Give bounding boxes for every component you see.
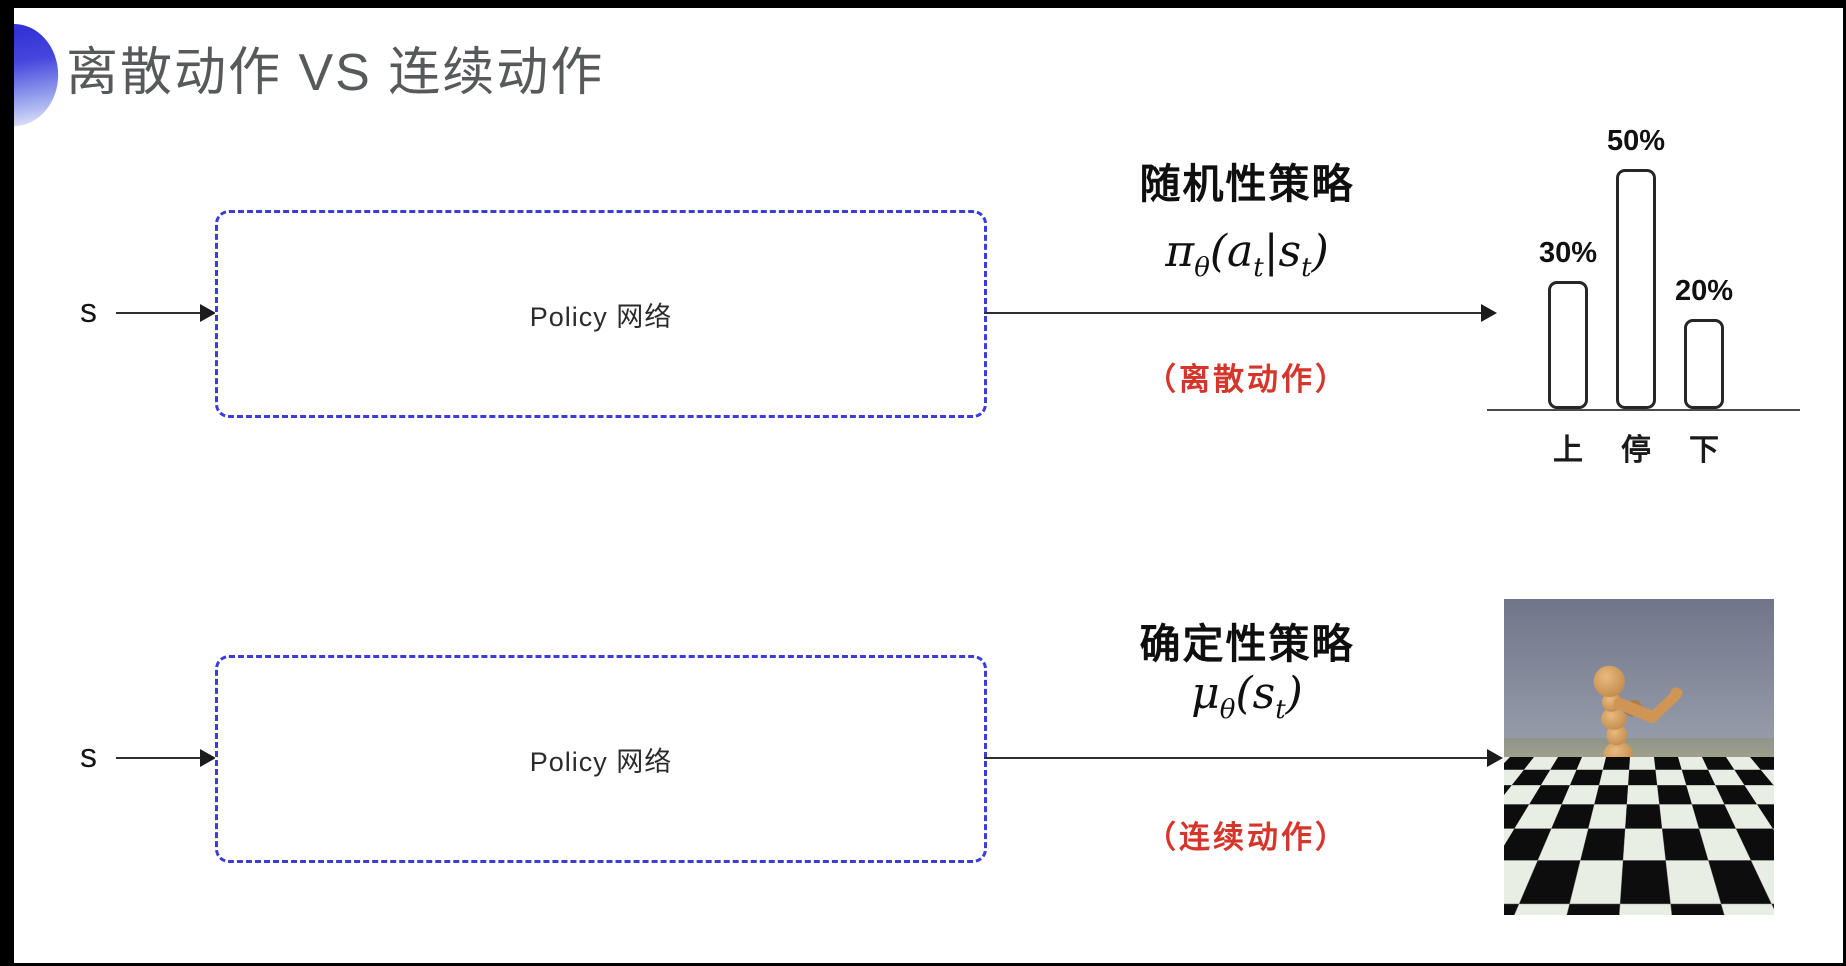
chart-baseline	[1487, 409, 1800, 411]
formula-subscript: t	[1253, 253, 1263, 283]
chart-bar	[1684, 319, 1724, 409]
stochastic-policy-formula: πθ(at|st)	[1062, 226, 1432, 283]
formula-part: )	[1312, 226, 1329, 277]
formula-part: (s	[1235, 668, 1275, 719]
top-output-arrow-line	[984, 312, 1482, 314]
bottom-state-input-label: s	[80, 737, 97, 776]
humanoid-figure	[1542, 662, 1709, 871]
chart-category-label: 下	[1689, 425, 1719, 469]
formula-part: (a	[1210, 226, 1253, 277]
deterministic-policy-formula: μθ(st)	[1062, 668, 1432, 725]
chart-value-label: 30%	[1539, 237, 1597, 270]
humanoid-simulation-image	[1504, 599, 1774, 915]
chart-value-label: 50%	[1607, 125, 1665, 158]
formula-subscript: θ	[1194, 253, 1210, 283]
top-input-arrowhead-icon	[200, 304, 216, 322]
continuous-action-label: （连续动作）	[1062, 812, 1432, 857]
formula-subscript: t	[1301, 253, 1311, 283]
page-title: 离散动作 VS 连续动作	[66, 30, 604, 105]
deterministic-policy-title: 确定性策略	[1062, 610, 1432, 670]
top-policy-network-box: Policy 网络	[215, 210, 987, 418]
top-policy-network-label: Policy 网络	[530, 295, 673, 334]
chart-value-label: 20%	[1675, 275, 1733, 308]
top-input-arrow-line	[116, 312, 202, 314]
bottom-policy-network-label: Policy 网络	[530, 740, 673, 779]
action-distribution-chart: 30% 上 50% 停 20% 下	[1487, 98, 1803, 472]
stochastic-policy-title: 随机性策略	[1062, 150, 1432, 210]
bottom-policy-network-box: Policy 网络	[215, 655, 987, 863]
formula-part: )	[1286, 668, 1303, 719]
formula-subscript: θ	[1220, 695, 1236, 725]
top-state-input-label: s	[80, 292, 97, 331]
formula-symbol: μ	[1191, 668, 1220, 719]
bottom-input-arrowhead-icon	[200, 749, 216, 767]
bottom-input-arrow-line	[116, 757, 202, 759]
bottom-output-arrowhead-icon	[1487, 749, 1503, 767]
discrete-action-label: （离散动作）	[1062, 354, 1432, 399]
bottom-output-arrow-line	[984, 757, 1488, 759]
chart-category-label: 上	[1553, 425, 1583, 469]
formula-subscript: t	[1275, 695, 1285, 725]
chart-bar	[1548, 281, 1588, 409]
chart-category-label: 停	[1621, 425, 1651, 469]
formula-part: |s	[1264, 226, 1301, 277]
formula-symbol: π	[1165, 226, 1194, 277]
chart-bar	[1616, 169, 1656, 409]
